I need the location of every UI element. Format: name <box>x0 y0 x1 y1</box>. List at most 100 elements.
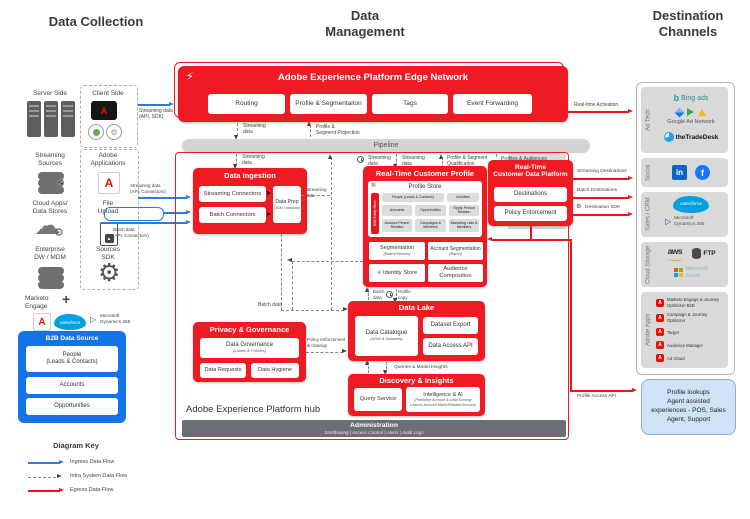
key-ingress-arrow <box>28 462 60 464</box>
pipeline-bar: Pipeline <box>182 139 590 153</box>
cloud-apps-label: Cloud Apps/ Data Stores <box>32 200 68 215</box>
account-segmentation-sub: (Batch) <box>449 250 462 256</box>
destination-sdk-label: Destination SDK <box>585 205 621 210</box>
arrowhead <box>57 474 62 478</box>
administration-bar: Administration Sandboxing | Access Contr… <box>182 420 566 437</box>
account-segmentation-label: Account Segmentation <box>430 245 481 252</box>
bing-ads-logo: b Bing ads <box>654 93 728 103</box>
b2b-title: B2B Data Source <box>45 335 99 342</box>
file-upload-flow-shape <box>104 207 164 221</box>
mobile-device-icon: A <box>91 101 117 120</box>
gear-icon: ⚙ <box>54 227 64 239</box>
key-egress-arrow <box>28 490 60 492</box>
flow-line <box>281 310 344 311</box>
app-row: A Target <box>656 327 726 337</box>
tradedesk-label: theTradeDesk <box>675 133 719 141</box>
tradedesk-logo: theTradeDesk <box>654 132 728 142</box>
real-time-activation-label: Real-time Activation <box>574 102 619 108</box>
marketo-adobe-icon: A <box>33 313 51 331</box>
cloud-storage-panel: Cloud Storage aws FTP Microsoft Azure <box>641 242 728 287</box>
lightning-icon: ⚡ <box>186 71 194 83</box>
arrowhead <box>632 388 637 392</box>
facebook-icon: f <box>695 165 710 180</box>
ms-square <box>678 273 683 278</box>
header-data-management: Data Management <box>325 8 405 40</box>
arrowhead <box>628 195 633 199</box>
app-label: Marketo Engage & Journey Optimizer B2B <box>667 297 720 308</box>
destinations-box: Destinations <box>494 187 567 202</box>
chip-oppty-person: Oppty-Person Relation <box>449 205 479 216</box>
arrowhead <box>186 220 191 224</box>
intelligence-ai-box: Intelligence & AI (Predictive Account & … <box>406 387 480 412</box>
chip-opportunities: Opportunities <box>415 205 446 216</box>
arrowhead <box>628 176 633 180</box>
data-catalogue-label: Data Catalogue <box>365 330 408 336</box>
clock-icon <box>386 291 393 298</box>
arrowhead <box>287 258 292 262</box>
profile-access-api-arrow <box>570 390 633 392</box>
discovery-title: Discovery & Insights <box>379 376 454 385</box>
google-display-icon <box>674 107 685 117</box>
db-disk <box>38 172 64 180</box>
dataset-export-box: Dataset Export <box>423 317 478 334</box>
sdk-gear-icon: ⚙ <box>106 124 122 140</box>
streaming-sources-label: Streaming Sources <box>35 152 65 167</box>
client-side-group <box>80 85 138 148</box>
bing-ads-label: Bing ads <box>681 94 709 102</box>
segmentation-sub: (Batch/Stream) <box>383 250 411 256</box>
arrowhead <box>383 370 387 375</box>
edge-event-forwarding: Event Forwarding <box>453 94 532 114</box>
data-governance-sub: (Labels & Policies) <box>232 348 267 354</box>
social-panel: Social in f <box>641 158 728 187</box>
identity-store-label: Identity Store <box>383 269 418 276</box>
flow-line <box>292 261 293 310</box>
data-ingestion-title: Data Ingestion <box>224 171 276 180</box>
streaming-data-label: Streaming data <box>402 155 425 168</box>
aws-label: aws <box>667 246 683 256</box>
arrowhead <box>342 349 347 353</box>
azure-label: Microsoft Azure <box>685 266 709 279</box>
gear-icon: ⚙ <box>576 204 582 210</box>
ad-tech-label: Ad Tech <box>645 109 652 131</box>
aep-hub-box <box>175 152 569 440</box>
arrowhead <box>186 195 191 199</box>
b2b-opportunities: Opportunities <box>26 398 118 415</box>
data-catalogue-box: Data Catalogue (XDM & Datasets) <box>355 316 418 356</box>
discovery-insights-box: Discovery & Insights Query Service Intel… <box>348 374 485 416</box>
cloud-row-1: aws FTP <box>654 246 728 261</box>
adobe-apps-label: Adobe Apps <box>645 313 652 347</box>
destination-sdk-arrow <box>573 214 629 216</box>
server-side-label: Server Side <box>33 90 67 97</box>
arrowhead <box>233 164 237 169</box>
streaming-api-connectors-label: Streaming data (API, Connectors) <box>130 183 166 194</box>
arrowhead <box>169 102 174 106</box>
sources-sdk-gear-icon: ⚙ <box>98 259 121 287</box>
adobe-a-icon: A <box>656 354 664 362</box>
identity-store-box: ⊕ Identity Store <box>368 263 426 283</box>
app-label: Audience Manager <box>667 342 704 348</box>
privacy-governance-box: Privacy & Governance Data Governance (La… <box>193 322 306 382</box>
privacy-title: Privacy & Governance <box>209 325 290 334</box>
profiles-audiences-label: Profiles & Audiences <box>501 156 547 162</box>
flow-line <box>331 157 332 310</box>
policy-cleanup-label: Policy enforcement & cleanup <box>307 337 346 348</box>
file-upload-icon: ▲ <box>100 222 118 246</box>
key-intra-arrow <box>28 477 56 478</box>
adobe-a-icon: A <box>656 298 664 307</box>
administration-title: Administration <box>350 422 398 429</box>
adobe-applications-icon: A <box>98 172 120 194</box>
db-disk <box>38 281 64 289</box>
arrowhead <box>365 360 369 365</box>
arrowhead <box>267 212 271 216</box>
dynamics-label: Microsoft Dynamics 365 <box>100 314 131 325</box>
adobe-apps-panel: Adobe Apps A Marketo Engage & Journey Op… <box>641 292 728 368</box>
ingress-streaming-arrow <box>138 197 187 199</box>
client-side-label: Client Side <box>92 90 124 97</box>
aws-smile-icon <box>666 256 684 261</box>
app-row: A Audience Manager <box>656 340 726 350</box>
green-dot-icon <box>92 128 100 136</box>
data-governance-label: Data Governance <box>225 342 274 348</box>
cloud-icon: ☁ <box>34 210 60 240</box>
ingress-batch-arrow-2 <box>101 222 187 224</box>
chip-accounts: Accounts <box>382 205 412 216</box>
